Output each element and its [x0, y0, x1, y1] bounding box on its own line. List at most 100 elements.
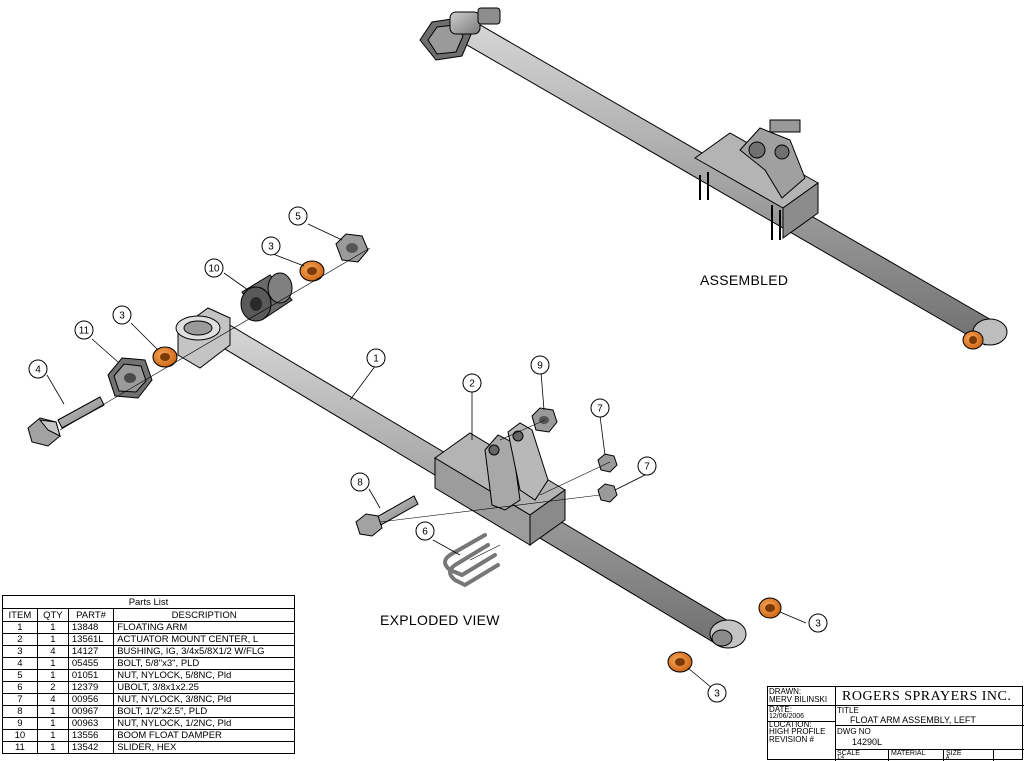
- svg-text:3: 3: [714, 689, 720, 700]
- cell-qty: 1: [36, 741, 69, 754]
- bushing-3: [758, 597, 782, 619]
- svg-text:2: 2: [469, 379, 475, 390]
- cell-item: 6: [2, 681, 38, 694]
- item-balloons: 1 2 3 3 3 3 4 5 6 7 7 8 9 10 11: [28, 206, 828, 703]
- cell-part-number: 00963: [67, 717, 115, 730]
- cell-item: 7: [2, 693, 38, 706]
- cell-description: NUT, NYLOCK, 3/8NC, Pld: [113, 693, 295, 706]
- cell-part-number: 12379: [67, 681, 115, 694]
- drawing-title: FLOAT ARM ASSEMBLY, LEFT: [850, 715, 976, 725]
- cell-part-number: 13848: [67, 621, 115, 634]
- assembled-actuator-mount: [694, 119, 819, 240]
- cell-item: 8: [2, 705, 38, 718]
- assembled-label: ASSEMBLED: [700, 272, 788, 288]
- header-description: DESCRIPTION: [113, 608, 295, 622]
- balloon-item-6: 6: [415, 521, 435, 541]
- date-label: DATE:: [769, 705, 792, 714]
- balloon-item-7: 7: [590, 398, 610, 418]
- cell-qty: 1: [36, 657, 69, 670]
- bushing-2: [299, 260, 325, 282]
- cell-description: NUT, NYLOCK, 5/8NC, Pld: [113, 669, 295, 682]
- cell-part-number: 13561L: [67, 633, 115, 646]
- svg-text:9: 9: [537, 361, 543, 372]
- cell-part-number: 05455: [67, 657, 115, 670]
- cell-item: 5: [2, 669, 38, 682]
- nut-5-8: [335, 233, 369, 263]
- cell-description: BOOM FLOAT DAMPER: [113, 729, 295, 742]
- cell-qty: 1: [36, 729, 69, 742]
- svg-text:1: 1: [373, 354, 379, 365]
- cell-item: 10: [2, 729, 38, 742]
- svg-text:3: 3: [815, 619, 821, 630]
- dwg-no-value: 14290L: [852, 737, 883, 747]
- bolt-5-8x3: [27, 396, 105, 447]
- cell-description: FLOATING ARM: [113, 621, 295, 634]
- cell-description: ACTUATOR MOUNT CENTER, L: [113, 633, 295, 646]
- assembled-floating-arm: [454, 21, 1001, 346]
- assembled-hex-nut: [419, 7, 501, 61]
- cell-item: 11: [2, 741, 38, 754]
- cell-description: UBOLT, 3/8x1x2.25: [113, 681, 295, 694]
- cell-item: 3: [2, 645, 38, 658]
- balloon-item-10: 10: [204, 258, 224, 278]
- material-label: MATERIAL: [891, 750, 926, 757]
- assembled-view: [419, 7, 1008, 350]
- parts-list-title: Parts List: [2, 595, 295, 609]
- balloon-item-3: 3: [112, 305, 132, 325]
- cell-item: 1: [2, 621, 38, 634]
- bushing-4: [667, 651, 693, 673]
- exploded-view: [27, 233, 782, 673]
- cell-qty: 2: [36, 681, 69, 694]
- svg-text:7: 7: [644, 462, 650, 473]
- dwg-no-label: DWG NO: [837, 727, 871, 736]
- location-label: LOCATION:: [769, 720, 812, 729]
- svg-text:7: 7: [597, 404, 603, 415]
- balloon-item-8: 8: [350, 472, 370, 492]
- floating-arm-left-eye: [175, 307, 231, 369]
- bolt-1-2x2-5: [355, 495, 419, 537]
- drawn-by: MERV BILINSKI: [769, 695, 828, 704]
- size-value: A: [946, 755, 950, 761]
- cell-part-number: 00967: [67, 705, 115, 718]
- cell-qty: 4: [36, 693, 69, 706]
- cell-qty: 1: [36, 633, 69, 646]
- floating-arm-right-eye: [709, 619, 747, 649]
- balloon-item-1: 1: [366, 348, 386, 368]
- leader-lines: [46, 223, 807, 689]
- exploded-view-label: EXPLODED VIEW: [380, 612, 500, 628]
- header-qty: QTY: [36, 608, 69, 622]
- balloon-item-9: 9: [530, 355, 550, 375]
- cell-part-number: 13556: [67, 729, 115, 742]
- svg-text:3: 3: [119, 311, 125, 322]
- scale-value: 1:4: [837, 755, 844, 761]
- title-label: TITLE: [837, 706, 859, 715]
- svg-text:6: 6: [422, 527, 428, 538]
- balloon-item-5: 5: [288, 206, 308, 226]
- cell-item: 2: [2, 633, 38, 646]
- u-bolt: [443, 533, 500, 588]
- location-value: HIGH PROFILE: [769, 727, 826, 736]
- balloon-item-3: 3: [707, 683, 727, 703]
- cell-part-number: 14127: [67, 645, 115, 658]
- balloon-item-3: 3: [261, 236, 281, 256]
- nut-3-8-b: [597, 483, 618, 503]
- cell-qty: 1: [36, 705, 69, 718]
- svg-text:11: 11: [79, 326, 90, 337]
- assembly-axis-lines: [59, 247, 611, 561]
- title-block: DRAWN: MERV BILINSKI DATE: 12/06/2006 LO…: [767, 686, 1024, 761]
- balloon-item-3: 3: [808, 613, 828, 633]
- cell-description: NUT, NYLOCK, 1/2NC, Pld: [113, 717, 295, 730]
- hex-slider: [107, 357, 153, 399]
- balloon-item-11: 11: [74, 320, 94, 340]
- cell-item: 9: [2, 717, 38, 730]
- cell-description: SLIDER, HEX: [113, 741, 295, 754]
- cell-part-number: 13542: [67, 741, 115, 754]
- cell-description: BOLT, 5/8"x3", PLD: [113, 657, 295, 670]
- date-value: 12/06/2006: [769, 713, 805, 720]
